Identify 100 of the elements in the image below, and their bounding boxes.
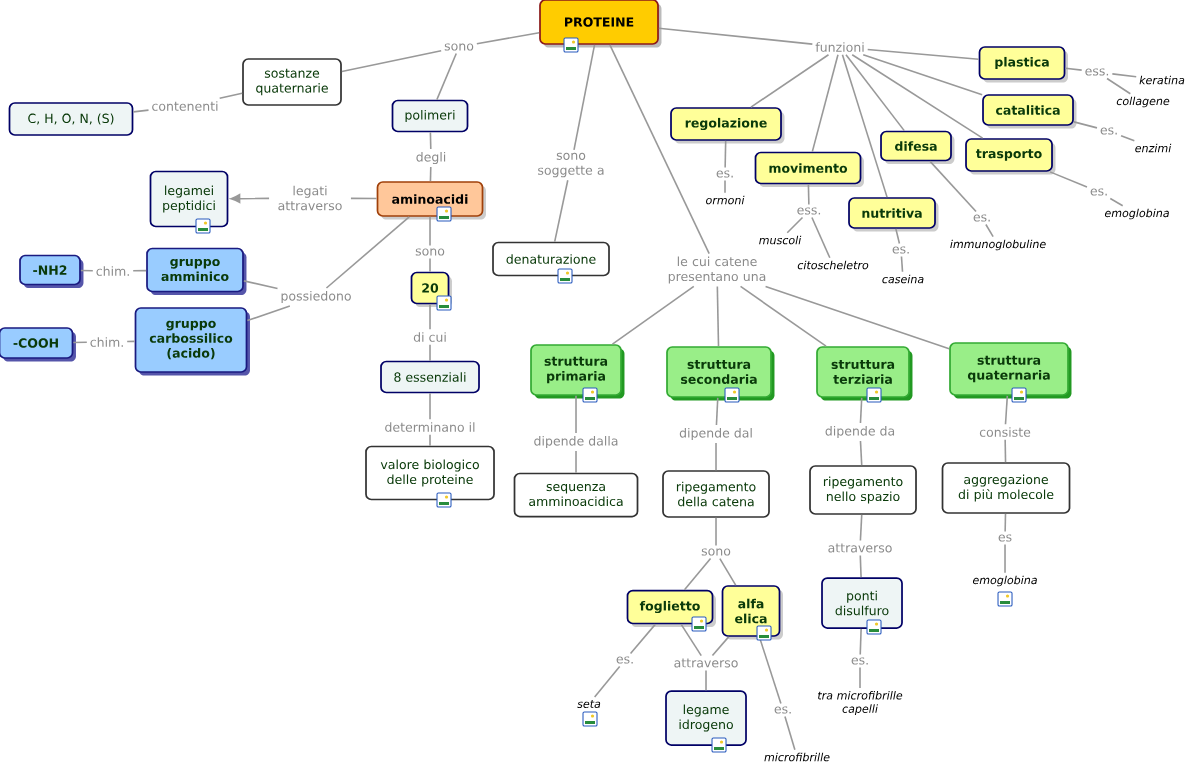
connector: [784, 715, 796, 751]
connector: [429, 303, 431, 331]
concept-box: ripegamento della catena: [662, 470, 770, 518]
linking-phrase: es.: [973, 214, 990, 222]
connector: [985, 223, 994, 238]
connector: [1111, 73, 1137, 78]
connector: [750, 54, 830, 108]
connector: [895, 228, 901, 245]
connector: [553, 179, 569, 243]
linking-phrase: attraverso: [674, 658, 738, 668]
concept-box: alfa elica: [721, 585, 783, 640]
connector: [593, 665, 621, 698]
connector: [711, 636, 730, 657]
concept-box: struttura terziaria: [816, 346, 913, 401]
concept-box: struttura quaternaria: [949, 342, 1072, 399]
linking-phrase: es.: [774, 706, 791, 714]
concept-box: gruppo carbossilico (acido): [134, 307, 250, 376]
example-text: citoscheletro: [797, 260, 869, 270]
concept-box: movimento: [754, 151, 864, 187]
linking-phrase: funzioni: [815, 42, 864, 52]
connector: [429, 166, 432, 182]
connector: [1004, 543, 1006, 574]
linking-phrase: dipende dalla: [534, 435, 618, 449]
example-text: tra microfibrille capelli: [818, 691, 903, 716]
connector: [1109, 197, 1124, 207]
linking-phrase: ess.: [797, 207, 821, 215]
connector: [739, 285, 827, 347]
connector: [246, 305, 291, 322]
concept-box: valore biologico delle proteine: [365, 445, 495, 501]
concept-box: ponti disulfuro: [821, 577, 903, 629]
linking-phrase: sono soggette a: [538, 152, 604, 178]
linking-phrase: le cui catene presentano una: [668, 256, 766, 284]
concept-box: difesa: [880, 130, 955, 164]
connector: [683, 557, 712, 591]
connector: [900, 255, 904, 273]
connector: [575, 395, 577, 434]
concept-box: C, H, O, N, (S): [8, 102, 134, 136]
linking-phrase: es.: [892, 246, 909, 254]
connector: [859, 397, 863, 424]
linking-phrase: sono: [701, 548, 731, 556]
concept-box: 8 essenziali: [380, 360, 480, 394]
connector: [1004, 439, 1007, 463]
linking-phrase: consiste: [979, 427, 1031, 437]
connector: [218, 92, 243, 99]
linking-phrase: dipende da: [825, 425, 895, 439]
concept-box: nutritiva: [848, 197, 939, 232]
concept-box: ripegamento nello spazio: [809, 465, 917, 515]
linking-phrase: attraverso: [828, 543, 892, 553]
concept-box: struttura primaria: [530, 344, 625, 399]
connector: [132, 109, 150, 113]
connector: [845, 54, 906, 132]
connector: [764, 285, 950, 350]
connector: [680, 623, 703, 657]
connector: [859, 666, 861, 689]
connector: [929, 160, 977, 213]
example-text: emoglobina: [972, 575, 1037, 587]
linking-phrase: determinano il: [385, 422, 475, 432]
concept-box: PROTEINE: [539, 0, 662, 48]
linking-phrase: legati attraverso: [278, 185, 342, 211]
linking-phrase: degli: [416, 151, 446, 165]
concept-box: sostanze quaternarie: [242, 58, 342, 106]
connector: [862, 54, 983, 96]
linking-phrase: es.: [616, 656, 633, 664]
connector: [705, 669, 707, 691]
example-text: collagene: [1116, 96, 1170, 108]
linking-phrase: ess.: [1085, 68, 1109, 76]
connector: [859, 514, 863, 542]
connector: [72, 341, 88, 344]
connector: [611, 285, 695, 345]
connector: [841, 54, 888, 198]
connector: [715, 442, 717, 471]
concept-box: struttura secondaria: [666, 346, 775, 401]
concept-box: legame idrogeno: [665, 690, 747, 746]
example-text: caseina: [882, 274, 924, 284]
connector: [476, 31, 540, 45]
example-text: keratina: [1139, 75, 1185, 85]
example-text: enzimi: [1135, 143, 1172, 153]
connector: [350, 197, 378, 200]
concept-box: polimeri: [391, 99, 469, 133]
example-text: emoglobina: [1104, 208, 1169, 220]
linking-phrase: es: [998, 534, 1012, 542]
connector: [1120, 134, 1136, 142]
connector: [126, 340, 136, 343]
connector: [132, 269, 147, 272]
linking-phrase: chim.: [90, 337, 123, 347]
connector: [1106, 77, 1132, 95]
connector: [629, 623, 657, 655]
example-text: muscoli: [759, 235, 802, 245]
connector: [715, 517, 717, 547]
connector: [859, 440, 863, 466]
example-text: immunoglobuline: [950, 239, 1046, 251]
example-text: microfibrille: [764, 752, 830, 762]
linking-phrase: es.: [716, 170, 733, 178]
concept-box: plastica: [978, 46, 1068, 83]
connector: [230, 193, 270, 204]
connector: [341, 49, 442, 73]
connector: [807, 183, 810, 206]
connector: [325, 216, 411, 289]
connector: [859, 628, 862, 656]
concept-box: sequenza amminoacidica: [513, 472, 639, 518]
